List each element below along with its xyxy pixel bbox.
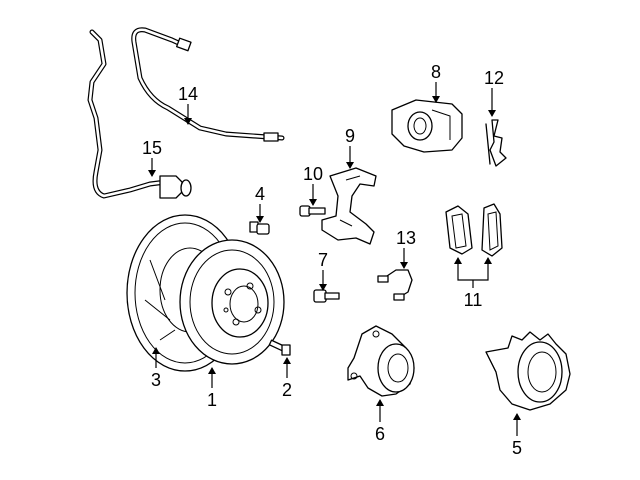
rotor-screw bbox=[268, 339, 291, 356]
brake-hose bbox=[131, 27, 285, 142]
callout-7: 7 bbox=[318, 250, 328, 270]
abs-sensor bbox=[87, 29, 192, 199]
callout-11: 11 bbox=[464, 290, 483, 310]
callout-5: 5 bbox=[512, 438, 522, 458]
callout-labels: 1 2 3 4 5 6 7 8 9 10 11 12 13 14 15 bbox=[142, 62, 522, 458]
carrier-bolt-lower bbox=[313, 289, 340, 303]
callout-8: 8 bbox=[431, 62, 441, 82]
callout-9: 9 bbox=[345, 126, 355, 146]
anti-rattle-clip bbox=[485, 119, 507, 167]
callout-14: 14 bbox=[178, 84, 198, 104]
brake-rotor bbox=[179, 239, 285, 365]
callout-10: 10 bbox=[303, 164, 323, 184]
brake-caliper bbox=[391, 99, 463, 153]
caliper-bracket bbox=[321, 167, 377, 245]
shield-bolt bbox=[249, 221, 270, 235]
callout-13: 13 bbox=[396, 228, 416, 248]
callout-3: 3 bbox=[151, 370, 161, 390]
leader-lines bbox=[148, 82, 521, 436]
callout-2: 2 bbox=[282, 380, 292, 400]
brake-pads bbox=[445, 203, 503, 257]
carrier-bolt-upper bbox=[299, 205, 326, 217]
wheel-hub bbox=[485, 331, 571, 411]
wheel-bearing bbox=[347, 325, 415, 397]
leader-11-bracket bbox=[457, 268, 489, 281]
callout-12: 12 bbox=[484, 68, 504, 88]
callout-1: 1 bbox=[207, 390, 217, 410]
callout-4: 4 bbox=[255, 184, 265, 204]
callout-6: 6 bbox=[375, 424, 385, 444]
callout-15: 15 bbox=[142, 138, 162, 158]
pad-wear-sensor bbox=[377, 269, 413, 301]
